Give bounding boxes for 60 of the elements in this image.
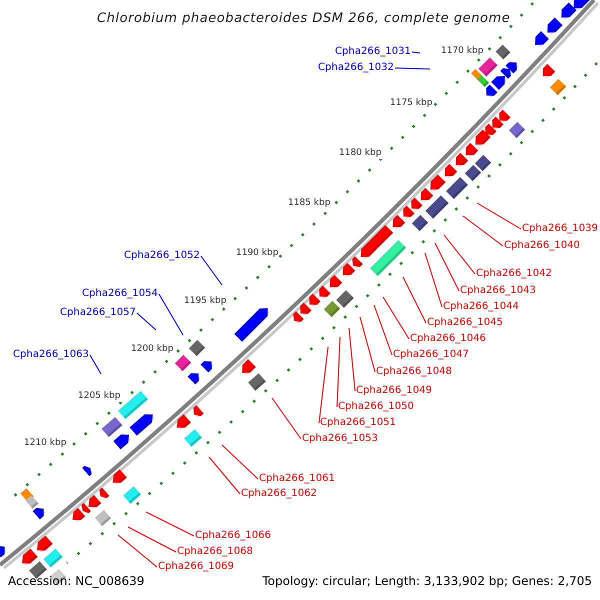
scale-tick-label: 1210 kbp: [23, 437, 68, 449]
leader-line: [411, 52, 420, 54]
gene-label: Cpha266_1045: [427, 317, 503, 329]
scale-tick-label: 1185 kbp: [287, 197, 332, 209]
gene-label: Cpha266_1057: [60, 307, 136, 319]
gene-label: Cpha266_1062: [241, 488, 317, 500]
accession-text: Accession: NC_008639: [8, 575, 144, 587]
gene-label: Cpha266_1031: [335, 46, 411, 58]
leader-line: [394, 68, 430, 70]
leader-line: [360, 316, 376, 372]
leader-line: [158, 294, 184, 336]
leader-line: [382, 296, 410, 340]
leader-line: [272, 398, 302, 440]
gene-label: Cpha266_1042: [476, 268, 552, 280]
leader-line: [136, 312, 156, 330]
leader-line: [462, 216, 504, 246]
leader-line: [89, 354, 102, 374]
leader-line: [208, 456, 240, 494]
gene-label: Cpha266_1066: [195, 530, 271, 542]
gene-label: Cpha266_1063: [13, 349, 89, 361]
gene-label: Cpha266_1046: [410, 333, 486, 345]
scale-tick-label: 1190 kbp: [235, 247, 280, 259]
scale-tick-label: 1195 kbp: [183, 295, 228, 307]
leader-line: [128, 526, 176, 552]
gene-label: Cpha266_1047: [393, 349, 469, 361]
leader-line: [200, 256, 222, 286]
gene-label: Cpha266_1069: [158, 561, 234, 573]
diagram-title: Chlorobium phaeobacteroides DSM 266, complete genome: [97, 11, 510, 26]
scale-tick-label: 1180 kbp: [338, 147, 382, 159]
gene-label: Cpha266_1048: [376, 366, 452, 378]
genome-summary-text: Topology: circular; Length: 3,133,902 bp; Genes: 2,705: [262, 575, 592, 587]
scale-tick-label: 1200 kbp: [130, 343, 174, 355]
gene-label: Cpha266_1040: [504, 240, 580, 252]
gene-label: Cpha266_1052: [124, 250, 200, 262]
scale-tick-label: 1175 kbp: [389, 97, 434, 109]
gene-label: Cpha266_1039: [522, 223, 598, 235]
scale-tick-label: 1205 kbp: [77, 390, 122, 402]
leader-line: [336, 336, 340, 408]
scale-tick-label: 1170 kbp: [440, 45, 484, 57]
gene-label: Cpha266_1054: [82, 288, 158, 300]
leader-line: [348, 328, 356, 392]
gene-label: Cpha266_1043: [460, 285, 536, 297]
gene-label: Cpha266_1032: [318, 62, 394, 74]
gene-label: Cpha266_1053: [302, 433, 378, 445]
leader-line: [402, 276, 426, 324]
gene-label: Cpha266_1044: [443, 301, 519, 313]
gene-label: Cpha266_1068: [177, 546, 253, 558]
leader-line: [118, 534, 158, 568]
leader-line: [146, 512, 194, 536]
gene-label: Cpha266_1061: [259, 473, 335, 485]
leader-line: [444, 234, 476, 274]
leader-line: [222, 444, 258, 480]
leader-line: [318, 346, 328, 424]
gene-label: Cpha266_1049: [356, 385, 432, 397]
leader-line: [424, 252, 442, 308]
leader-line: [476, 202, 522, 230]
gene-label: Cpha266_1051: [320, 417, 396, 429]
gene-label: Cpha266_1050: [338, 401, 414, 413]
leader-line: [374, 304, 392, 356]
leader-line: [434, 242, 460, 292]
